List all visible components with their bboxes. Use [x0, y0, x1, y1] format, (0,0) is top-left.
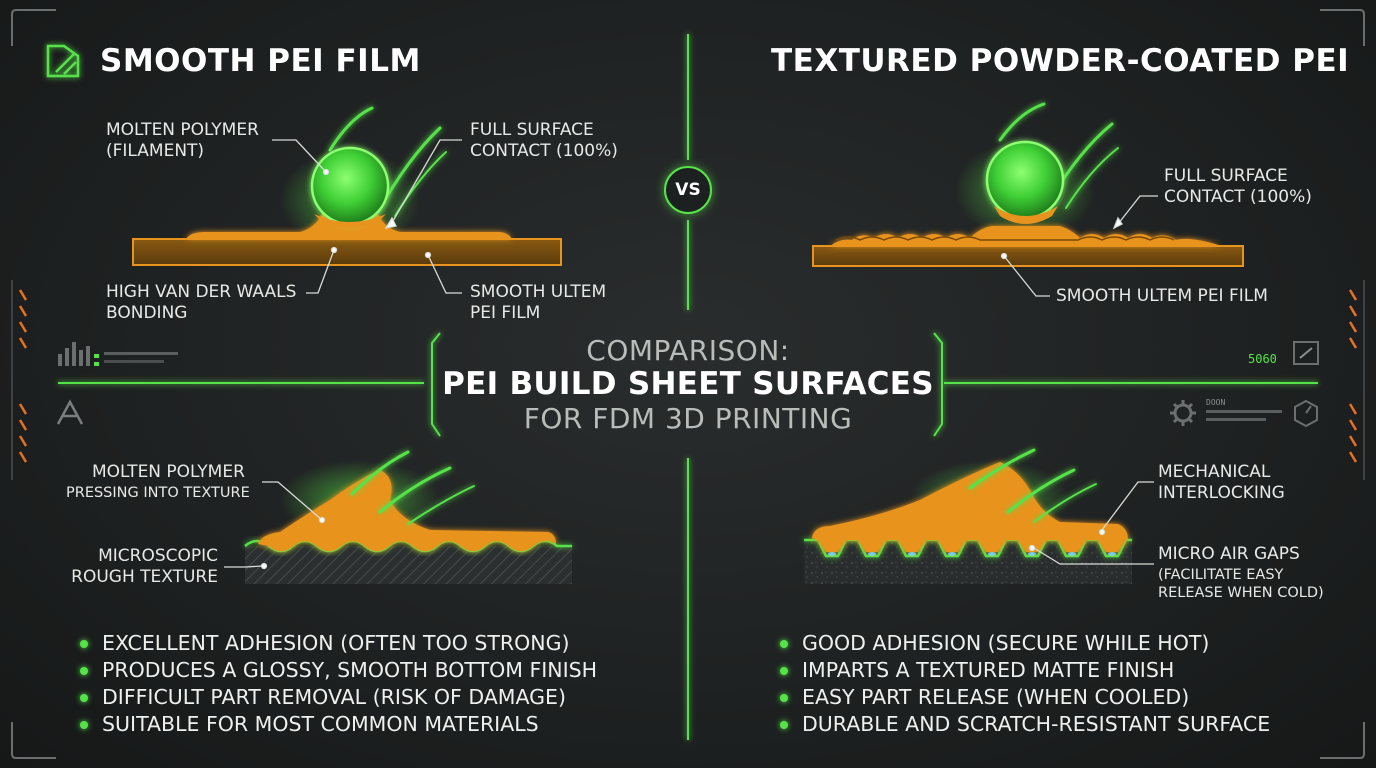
- label-full-surface-contact-right: FULL SURFACE CONTACT (100%): [1164, 166, 1312, 208]
- label-line: ROUGH TEXTURE: [71, 567, 218, 587]
- label-line: HIGH VAN DER WAALS: [106, 282, 297, 302]
- label-microscopic-texture: MICROSCOPIC ROUGH TEXTURE: [70, 546, 218, 588]
- side-grey-rails: [11, 280, 1365, 480]
- right-panel-title: TEXTURED POWDER-COATED PEI: [771, 43, 1350, 79]
- list-item: EXCELLENT ADHESION (OFTEN TOO STRONG): [78, 630, 597, 657]
- textured-pei-contact-diagram: [812, 102, 1244, 297]
- label-line: RELEASE WHEN COLD): [1158, 585, 1324, 601]
- list-item: DIFFICULT PART REMOVAL (RISK OF DAMAGE): [78, 684, 597, 711]
- center-title-line1: COMPARISON:: [586, 334, 790, 367]
- label-line: MECHANICAL: [1158, 462, 1271, 482]
- list-item: EASY PART RELEASE (WHEN COOLED): [778, 684, 1270, 711]
- hud-code-readout: 5060: [1248, 352, 1277, 366]
- left-feature-list: EXCELLENT ADHESION (OFTEN TOO STRONG) PR…: [78, 630, 597, 738]
- label-line: CONTACT (100%): [470, 141, 618, 161]
- hud-small-text: DOON: [1206, 398, 1226, 407]
- label-line: PEI FILM: [470, 303, 541, 323]
- textured-pei-interlock-diagram: [804, 448, 1154, 586]
- label-line: (FILAMENT): [106, 141, 205, 161]
- vs-label: VS: [675, 180, 701, 200]
- list-item: PRODUCES A GLOSSY, SMOOTH BOTTOM FINISH: [78, 657, 597, 684]
- center-title-line2: PEI BUILD SHEET SURFACES: [442, 366, 934, 402]
- label-air-gaps-note: (FACILITATE EASY RELEASE WHEN COLD): [1158, 566, 1324, 602]
- label-mechanical-interlocking: MECHANICAL INTERLOCKING: [1158, 462, 1285, 504]
- label-van-der-waals: HIGH VAN DER WAALS BONDING: [106, 282, 296, 324]
- label-line: INTERLOCKING: [1158, 483, 1285, 503]
- smooth-pei-texture-diagram: [224, 450, 572, 586]
- label-molten-pressing: MOLTEN POLYMER: [92, 462, 245, 483]
- label-smooth-ultem-right: SMOOTH ULTEM PEI FILM: [1056, 286, 1268, 306]
- vs-badge: VS: [664, 166, 712, 214]
- label-pressing-into-texture: PRESSING INTO TEXTURE: [66, 485, 250, 501]
- label-molten-polymer-filament: MOLTEN POLYMER (FILAMENT): [106, 120, 259, 162]
- label-line: CONTACT (100%): [1164, 187, 1312, 207]
- side-orange-ticks: [18, 289, 1358, 463]
- label-line: FULL SURFACE: [470, 120, 594, 140]
- frame-corners: [11, 9, 1365, 759]
- left-panel-title: SMOOTH PEI FILM: [100, 43, 421, 79]
- center-title-line3: FOR FDM 3D PRINTING: [523, 402, 853, 435]
- label-line: MOLTEN POLYMER: [106, 120, 259, 140]
- hud-a-logo-icon: [56, 399, 84, 425]
- label-micro-air-gaps: MICRO AIR GAPS: [1158, 544, 1300, 564]
- label-line: MICROSCOPIC: [98, 546, 218, 566]
- label-line: (FACILITATE EASY: [1158, 567, 1284, 583]
- list-item: IMPARTS A TEXTURED MATTE FINISH: [778, 657, 1270, 684]
- divider-lines: [58, 34, 1318, 740]
- film-sheet-icon: [46, 44, 80, 78]
- hud-hex-gauge-icon: [1294, 399, 1318, 428]
- label-line: BONDING: [106, 303, 188, 323]
- right-feature-list: GOOD ADHESION (SECURE WHILE HOT) IMPARTS…: [778, 630, 1270, 738]
- hud-square-icon: [1293, 341, 1319, 365]
- label-line: MOLTEN POLYMER: [92, 462, 245, 482]
- hud-right-lines: [1206, 410, 1282, 421]
- smooth-pei-contact-diagram: [132, 106, 562, 294]
- hud-gear-icon: [1170, 400, 1196, 426]
- list-item: DURABLE AND SCRATCH-RESISTANT SURFACE: [778, 711, 1270, 738]
- label-line: SMOOTH ULTEM: [470, 282, 607, 302]
- list-item: GOOD ADHESION (SECURE WHILE HOT): [778, 630, 1270, 657]
- label-line: FULL SURFACE: [1164, 166, 1288, 186]
- label-smooth-ultem-left: SMOOTH ULTEM PEI FILM: [470, 282, 606, 324]
- hud-bars-icon: [58, 342, 178, 366]
- label-full-surface-contact-left: FULL SURFACE CONTACT (100%): [470, 120, 618, 162]
- list-item: SUITABLE FOR MOST COMMON MATERIALS: [78, 711, 597, 738]
